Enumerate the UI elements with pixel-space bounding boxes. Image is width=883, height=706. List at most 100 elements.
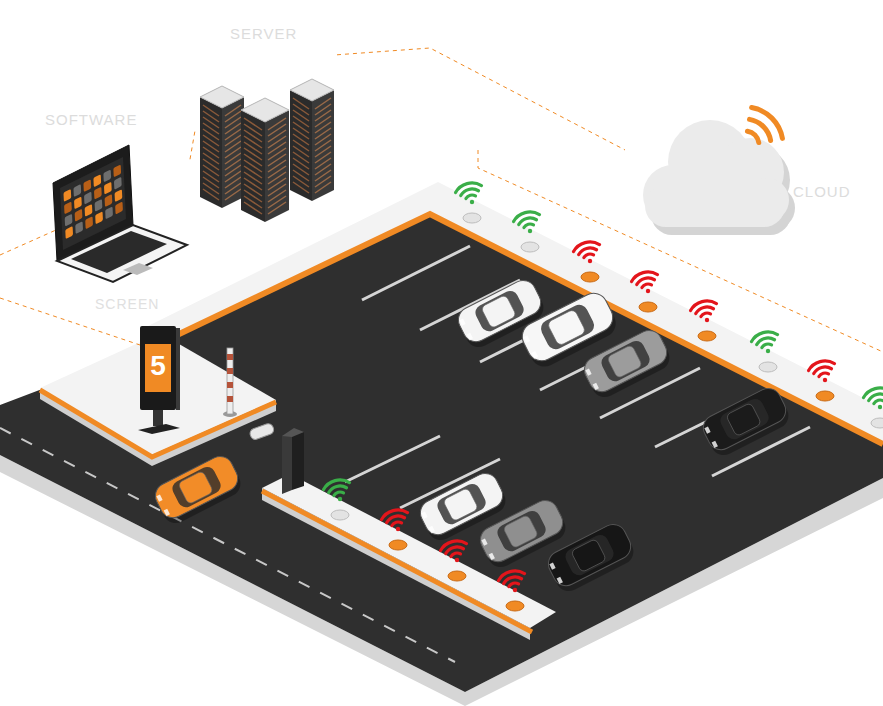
server-slot (268, 196, 286, 208)
server-side (200, 97, 222, 208)
server-slot (268, 124, 286, 136)
server-slot (244, 124, 262, 136)
server-slot (244, 196, 262, 208)
pole-stripe (227, 368, 233, 374)
server-slot (315, 116, 331, 127)
server-slot (225, 153, 241, 164)
grey-car (580, 326, 674, 402)
server-slot (315, 182, 331, 193)
space-count: 5 (145, 350, 171, 382)
laptop-base (57, 225, 187, 282)
server-slot (268, 160, 286, 172)
server-slot (203, 111, 219, 122)
wifi-signal (691, 301, 717, 322)
taken-sensor (816, 391, 834, 401)
server-slot (244, 148, 262, 160)
screen-block (95, 211, 103, 224)
server-slot (315, 122, 331, 133)
screen-block (105, 206, 113, 219)
cloud-base (645, 185, 785, 227)
server-slot (244, 172, 262, 184)
server-slot (268, 154, 286, 166)
server-slot (244, 142, 262, 154)
screen-block (65, 214, 73, 227)
server-slot (293, 134, 309, 145)
server-slot (293, 116, 309, 127)
server-slot (315, 164, 331, 175)
server-slot (244, 202, 262, 214)
server-slot (293, 140, 309, 151)
server-slot (293, 122, 309, 133)
cloud-node: CLOUD (625, 100, 880, 235)
server-slot (293, 128, 309, 139)
screen-block (73, 184, 81, 197)
server-slot (203, 165, 219, 176)
barrier-gate (223, 348, 304, 494)
server-slot (244, 166, 262, 178)
wifi-signal (752, 332, 778, 353)
server-slot (315, 158, 331, 169)
server-slot (225, 159, 241, 170)
server-slot (225, 147, 241, 158)
server-slot (203, 171, 219, 182)
server-slot (244, 154, 262, 166)
server-slot (225, 123, 241, 134)
screen-block (74, 196, 82, 209)
gate-box-side (282, 431, 292, 494)
server-slot (203, 117, 219, 128)
sensors (324, 183, 883, 611)
server-slot (293, 146, 309, 157)
wifi-signal (514, 212, 540, 233)
wifi-signal (632, 272, 658, 293)
taken-sensor (698, 331, 716, 341)
wifi-signal (441, 541, 467, 562)
part-label: SCREEN (95, 296, 159, 312)
free-sensor (871, 418, 883, 428)
free-sensor (331, 510, 349, 520)
cloud-signal (747, 131, 758, 142)
black-car (699, 384, 793, 460)
sign-stand (153, 410, 163, 426)
server-slot (244, 184, 262, 196)
server-slot (203, 159, 219, 170)
wifi-signal (574, 242, 600, 263)
server-front (222, 97, 244, 208)
server-slot (315, 152, 331, 163)
server-slot (315, 110, 331, 121)
server-slot (203, 129, 219, 140)
server-slot (203, 123, 219, 134)
server-slot (203, 105, 219, 116)
screen-block (85, 216, 93, 229)
server-slot (244, 136, 262, 148)
server-slot (293, 98, 309, 109)
server-slot (315, 146, 331, 157)
cloud-signal (750, 119, 771, 140)
screen-block (65, 226, 73, 239)
server-slot (315, 140, 331, 151)
server-slot (225, 171, 241, 182)
server-side (290, 90, 312, 201)
screen-block (75, 221, 83, 234)
laptop-node-art (45, 105, 190, 280)
wifi-signal (499, 571, 525, 592)
server-slot (225, 135, 241, 146)
server-top (290, 79, 334, 101)
server-slot (203, 189, 219, 200)
server-slot (293, 158, 309, 169)
taken-sensor (639, 302, 657, 312)
camera (249, 422, 275, 441)
barrier-pole (227, 348, 233, 414)
screen-block (64, 201, 72, 214)
node-label: SERVER (230, 25, 297, 43)
screen-block (113, 164, 121, 177)
server-slot (203, 183, 219, 194)
server-slot (203, 135, 219, 146)
screen-block (83, 179, 91, 192)
server-slot (268, 136, 286, 148)
black-car (544, 520, 638, 596)
server-slot (315, 134, 331, 145)
server-slot (293, 170, 309, 181)
screen-block (95, 199, 103, 212)
server-slot (315, 98, 331, 109)
